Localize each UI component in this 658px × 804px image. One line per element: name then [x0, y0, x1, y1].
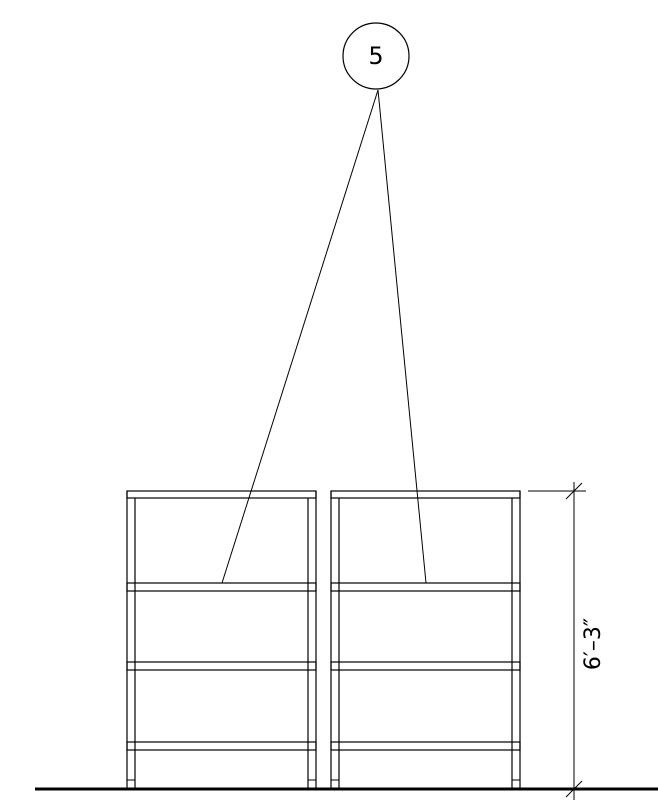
callout-group: 5: [221, 22, 427, 584]
right-shelving-unit: [330, 490, 521, 789]
right-unit-shelf-2: [330, 582, 521, 592]
left-unit-shelf-3: [126, 661, 317, 671]
height-dimension: 6′–3″: [528, 482, 606, 800]
left-unit-top-shelf: [126, 490, 317, 499]
right-unit-shelf-4: [330, 741, 521, 751]
left-unit-shelf-4: [126, 741, 317, 751]
left-unit-shelf-2: [126, 582, 317, 592]
dimension-text: 6′–3″: [581, 618, 606, 670]
dimension-tick-top: [565, 482, 583, 500]
callout-bubble: [342, 22, 410, 90]
left-shelving-unit: [126, 490, 317, 789]
callout-leader-right: [377, 89, 427, 584]
right-unit-top-shelf: [330, 490, 521, 499]
dimension-tick-bottom: [565, 780, 583, 798]
right-unit-shelf-3: [330, 661, 521, 671]
callout-leader-left: [221, 89, 379, 584]
callout-number: 5: [368, 42, 383, 70]
